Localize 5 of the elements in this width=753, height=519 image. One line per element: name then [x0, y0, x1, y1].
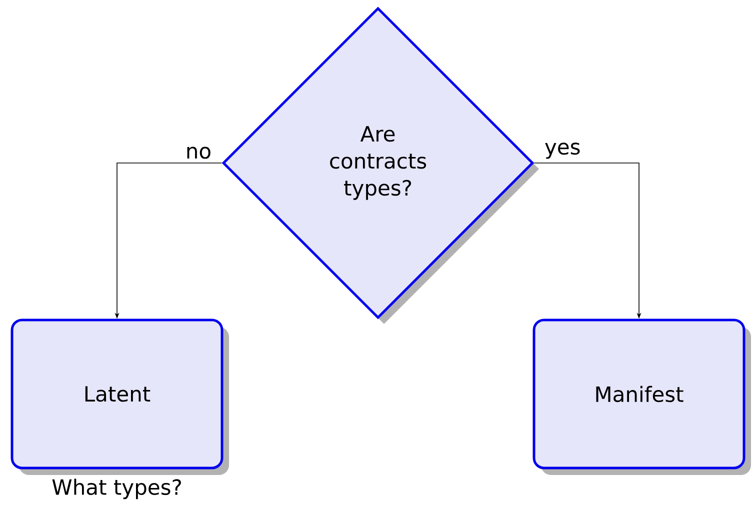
node-caption: What types?: [52, 478, 181, 500]
edge-label: yes: [545, 142, 580, 159]
process-box: Manifest: [532, 318, 751, 475]
process-box: Latent: [10, 318, 229, 475]
edge-label: no: [187, 146, 210, 159]
